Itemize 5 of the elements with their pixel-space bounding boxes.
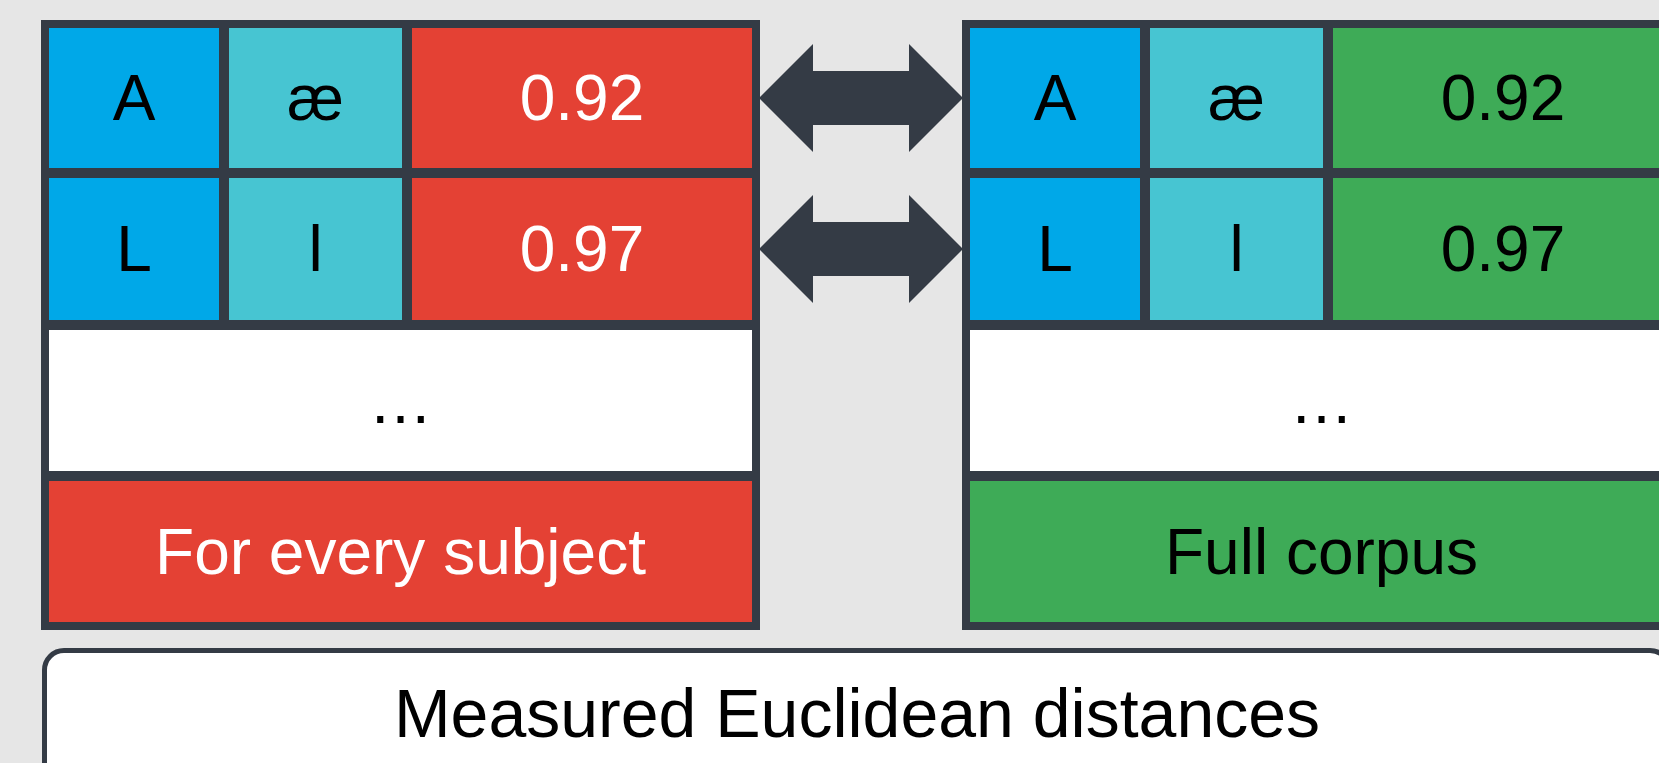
table-frame bbox=[965, 23, 1659, 627]
table-frame bbox=[44, 23, 757, 627]
double-arrow bbox=[759, 195, 963, 303]
double-arrow bbox=[759, 44, 963, 152]
caption-box: Measured Euclidean distances bbox=[42, 648, 1659, 763]
